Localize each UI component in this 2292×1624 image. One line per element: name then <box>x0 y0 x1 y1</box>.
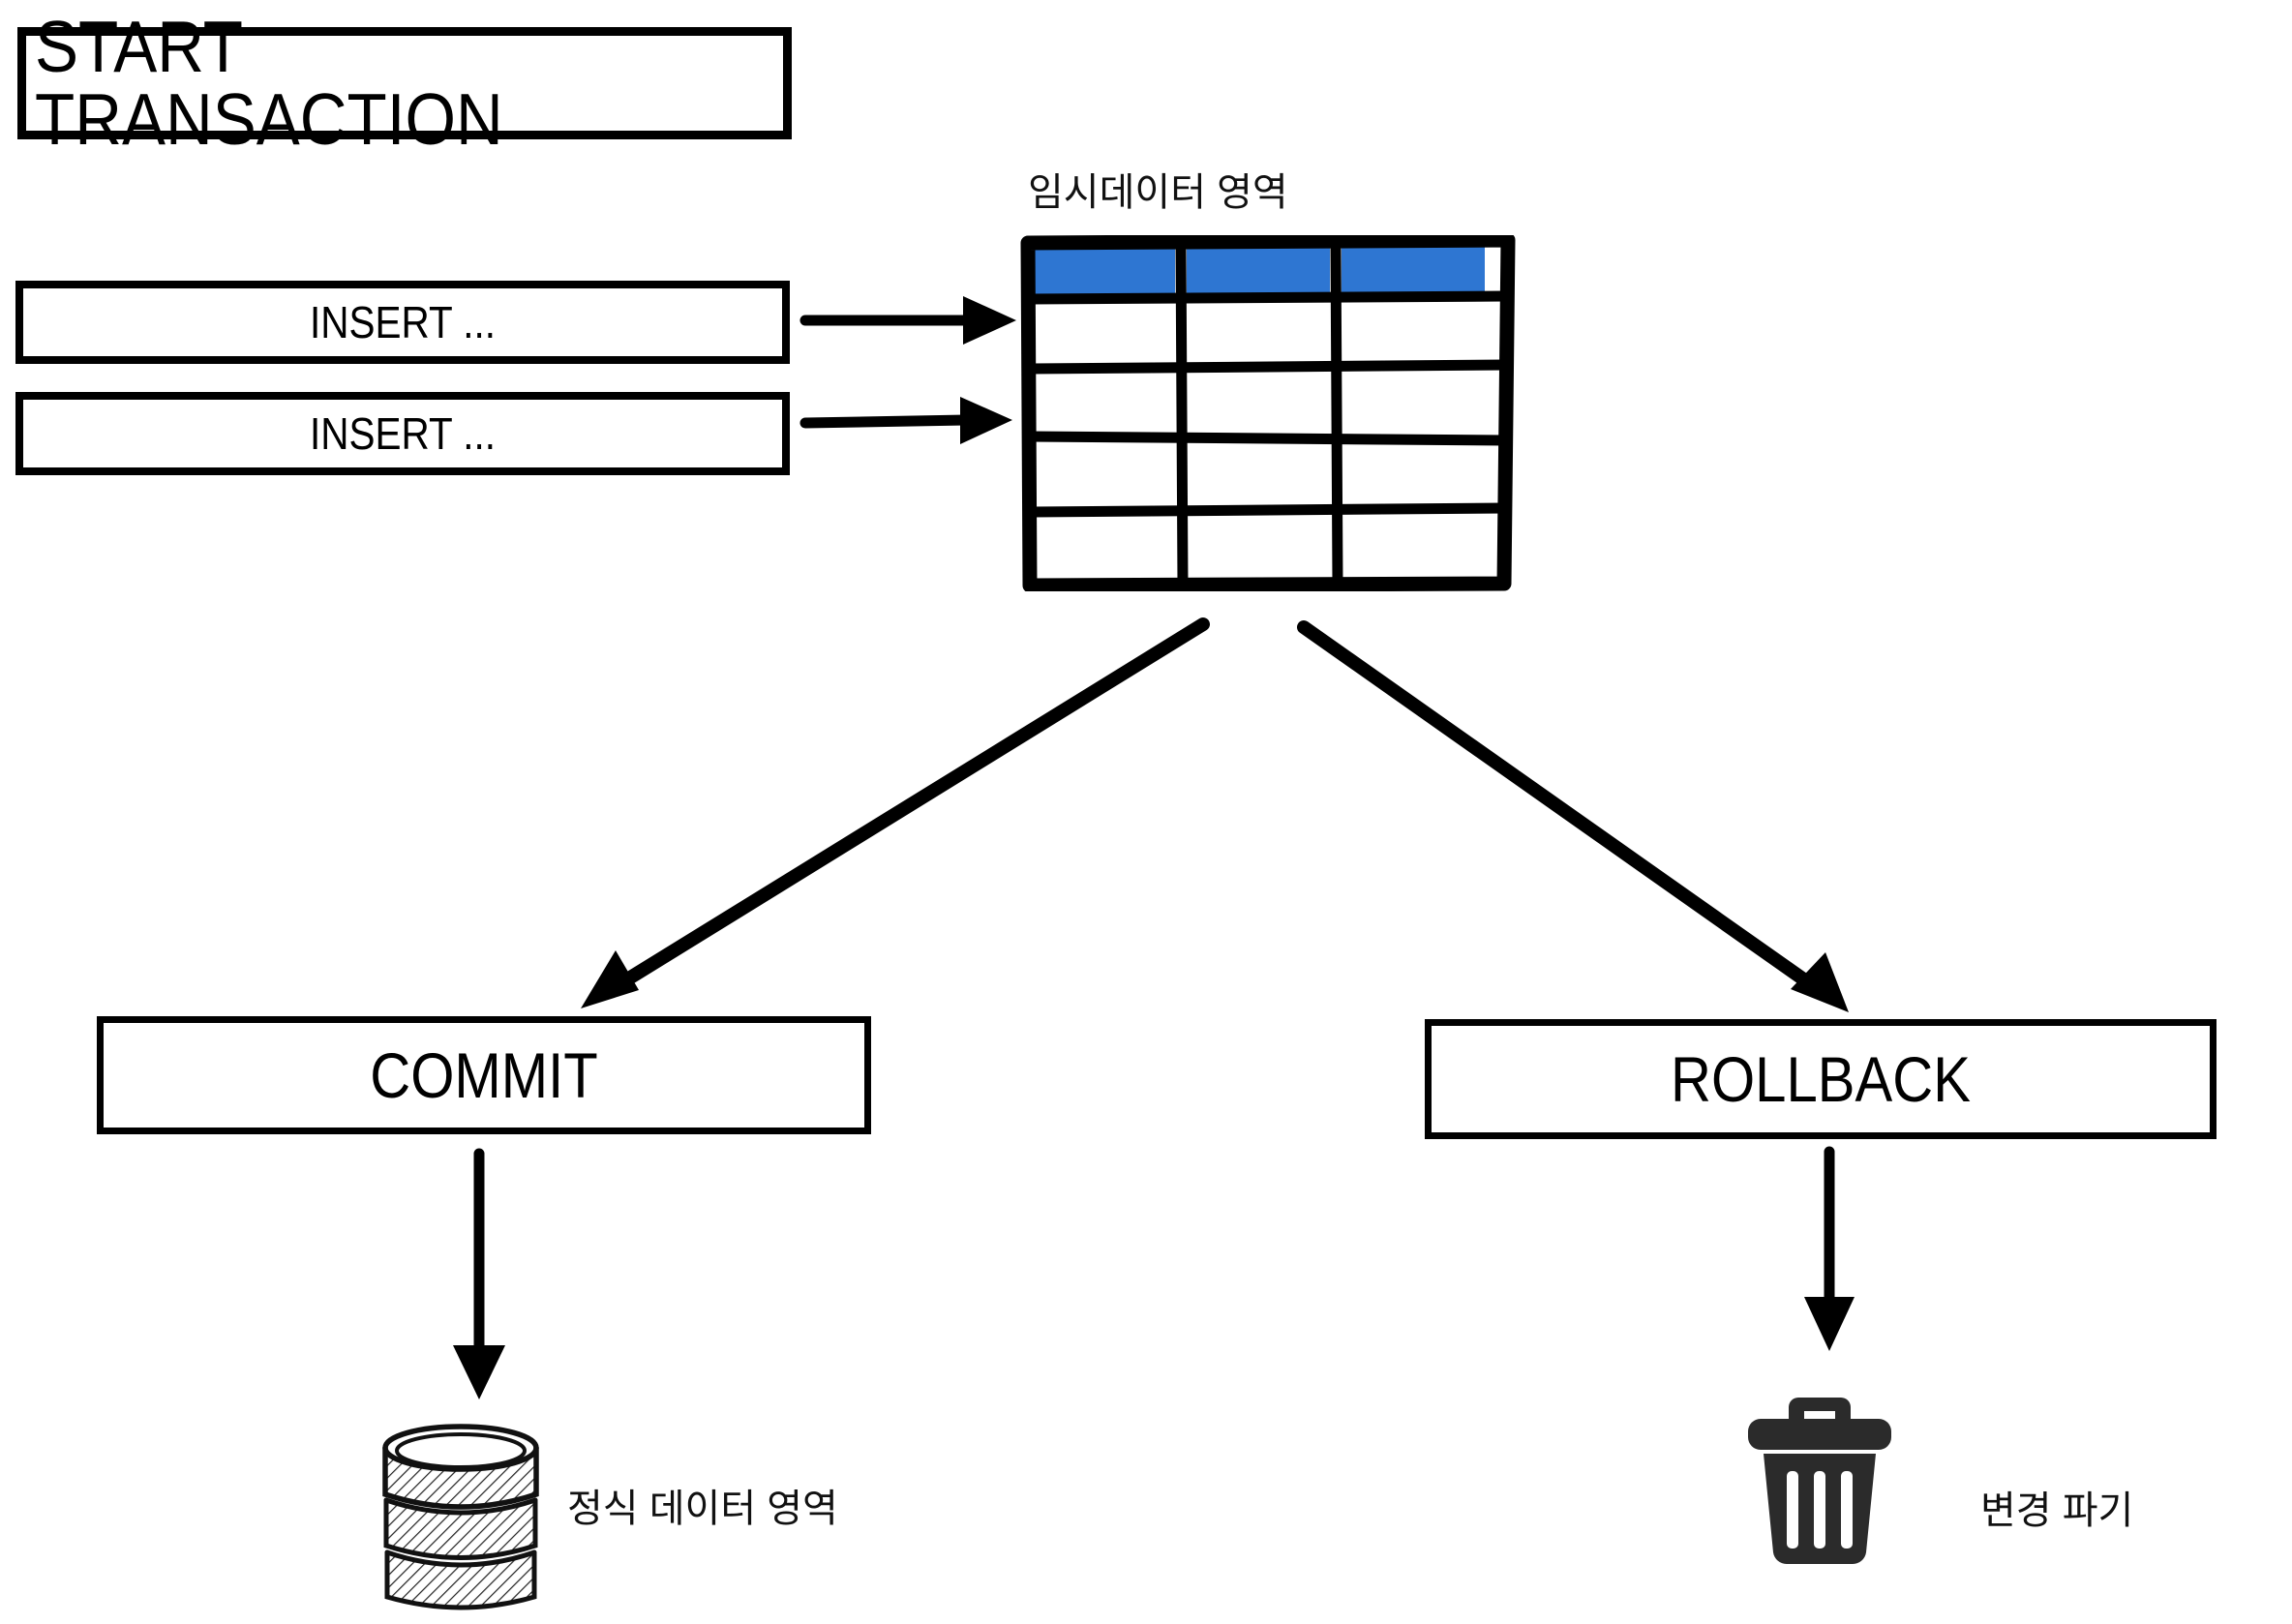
arrow-insert-1-to-table <box>799 296 1016 345</box>
temp-data-area-label: 임시데이터 영역 <box>1028 171 1288 214</box>
commit-label: COMMIT <box>370 1039 598 1111</box>
insert-statement-box-1[interactable]: INSERT ... <box>15 281 790 364</box>
arrow-rollback-to-trash <box>1804 1146 1855 1351</box>
insert-statement-label-2: INSERT ... <box>310 408 496 459</box>
trash-can-icon <box>1742 1390 1897 1574</box>
arrow-table-to-commit <box>581 617 1210 1008</box>
database-cylinder-icon <box>374 1417 548 1610</box>
temp-data-table <box>1020 235 1516 591</box>
table-header-cell <box>1187 247 1330 295</box>
trash-slots <box>1787 1471 1853 1549</box>
table-row-dividers <box>1024 290 1512 518</box>
arrow-table-to-rollback <box>1297 620 1849 1012</box>
arrow-commit-to-database <box>453 1148 505 1399</box>
rollback-label: ROLLBACK <box>1671 1043 1971 1115</box>
rollback-box[interactable]: ROLLBACK <box>1425 1019 2217 1139</box>
insert-statement-label-1: INSERT ... <box>310 297 496 347</box>
insert-statement-box-2[interactable]: INSERT ... <box>15 392 790 475</box>
temp-data-table-grid <box>1020 235 1516 591</box>
trash-lid <box>1748 1419 1891 1450</box>
table-column-dividers <box>1175 237 1343 590</box>
formal-data-area-label: 정식 데이터 영역 <box>567 1488 838 1530</box>
database-disc-top <box>382 1424 539 1510</box>
start-transaction-label: START TRANSACTION <box>35 6 503 160</box>
table-outer-border <box>1020 235 1516 591</box>
database-disc-bottom <box>384 1549 537 1610</box>
trash-handle <box>1789 1398 1851 1421</box>
arrow-insert-2-to-table <box>799 397 1012 444</box>
commit-box[interactable]: COMMIT <box>97 1016 871 1134</box>
start-transaction-box[interactable]: START TRANSACTION <box>17 11 792 156</box>
table-header-row <box>1034 247 1485 295</box>
discard-changes-label: 변경 파기 <box>1980 1489 2134 1532</box>
table-header-cell <box>1034 247 1175 295</box>
table-header-cell <box>1342 247 1485 295</box>
